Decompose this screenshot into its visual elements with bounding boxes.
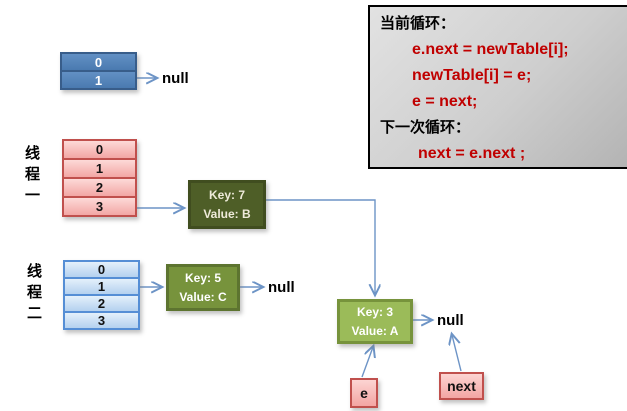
- thread1-bucket-1: 1: [64, 160, 135, 179]
- code-panel: 当前循环： e.next = newTable[i]; newTable[i] …: [368, 5, 627, 169]
- thread1-label: 线程一: [23, 145, 40, 208]
- arrow-e-to-key3: [361, 347, 373, 378]
- thread2-bucket-2: 2: [65, 296, 138, 313]
- entry-key5-key: Key: 5: [184, 270, 222, 285]
- code-line-next-loop-label: 下一次循环：: [380, 119, 471, 136]
- arrow-next-to-null: [452, 335, 462, 372]
- code-line-enext-assign: e.next = newTable[i];: [412, 41, 569, 58]
- entry-key3-value: Value: A: [351, 323, 399, 338]
- newtable-array: 0 1: [60, 52, 137, 90]
- thread1-bucket-3: 3: [64, 198, 135, 215]
- newtable-bucket-1: 1: [62, 72, 135, 88]
- code-line-current-loop-label: 当前循环：: [380, 15, 456, 32]
- thread2-bucket-3: 3: [65, 313, 138, 328]
- thread2-label: 线程二: [25, 263, 42, 326]
- thread2-array: 0 1 2 3: [63, 260, 140, 330]
- code-line-next-assign: next = e.next ;: [418, 145, 526, 162]
- pointer-next-box: next: [439, 372, 484, 400]
- newtable-null-label: null: [162, 70, 189, 87]
- newtable-bucket-0: 0: [62, 54, 135, 72]
- thread1-array: 0 1 2 3: [62, 139, 137, 217]
- thread2-bucket-1: 1: [65, 279, 138, 296]
- code-line-newtable-assign: newTable[i] = e;: [412, 67, 532, 84]
- entry-key5-value: Value: C: [179, 289, 227, 304]
- thread1-bucket-2: 2: [64, 179, 135, 198]
- key3-null-label: null: [437, 312, 464, 329]
- entry-key3-key: Key: 3: [356, 304, 394, 319]
- entry-node-key5: Key: 5 Value: C: [166, 264, 240, 311]
- code-line-e-assign: e = next;: [412, 93, 478, 110]
- entry-node-key7: Key: 7 Value: B: [188, 180, 266, 229]
- entry-node-key3: Key: 3 Value: A: [337, 299, 413, 344]
- entry-key7-key: Key: 7: [208, 187, 246, 202]
- thread1-bucket-0: 0: [64, 141, 135, 160]
- key5-null-label: null: [268, 279, 295, 296]
- entry-key7-value: Value: B: [203, 206, 251, 221]
- thread2-bucket-0: 0: [65, 262, 138, 279]
- pointer-e-box: e: [350, 378, 378, 408]
